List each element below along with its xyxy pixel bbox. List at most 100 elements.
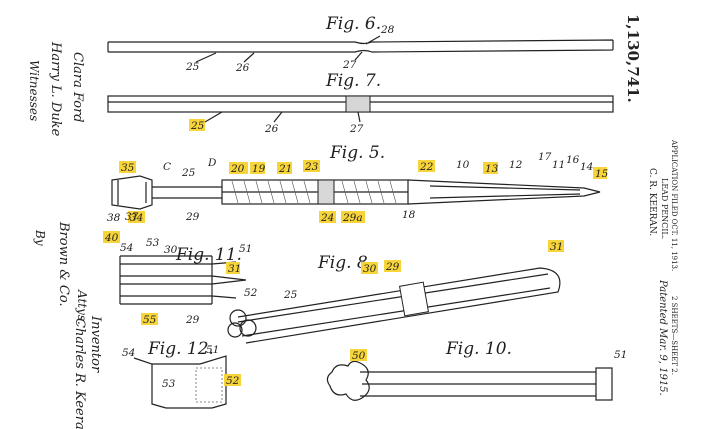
- fig12-label-52: 52: [226, 375, 240, 387]
- fig5-label-19: 19: [252, 163, 266, 175]
- fig5-label-13: 13: [485, 163, 499, 175]
- fig5-highlight-23: [303, 160, 320, 172]
- fig12-label-54: 54: [122, 347, 135, 359]
- fig6-leader-26: [243, 52, 255, 63]
- fig5-label-C: C: [163, 161, 171, 173]
- fig5-label-34: 34: [130, 212, 143, 224]
- witness-signature-2: Clara Ford: [70, 52, 85, 123]
- witnesses-label: Witnesses: [27, 60, 41, 121]
- fig5-highlight-34: [128, 211, 145, 223]
- fig6-label-26: 26: [235, 62, 250, 74]
- fig5-label-14: 14: [580, 161, 593, 173]
- fig11-label-53: 53: [146, 237, 160, 249]
- fig7-title: Fig. 7.: [325, 71, 381, 91]
- witness-signature-1: Harry L. Duke: [48, 41, 63, 137]
- inventor-line: C. R. KEERAN.: [647, 168, 657, 236]
- fig5-label-20: 20: [230, 163, 245, 175]
- fig5-title: Fig. 5.: [329, 143, 385, 163]
- fig5-label-11: 11: [552, 159, 565, 171]
- fig7-joint: [345, 95, 371, 113]
- fig5-label-38: 38: [107, 212, 121, 224]
- fig10-label-50: 50: [352, 350, 366, 362]
- fig5-highlight-20: [229, 162, 248, 174]
- fig6-leader-28: [365, 35, 381, 45]
- fig11-highlight-55: [141, 313, 158, 325]
- fig5-highlight-22: [418, 160, 435, 172]
- fig7-leader-26: [273, 111, 283, 123]
- inventor-block: By Brown & Co. Attys. Inventor Charles R…: [33, 221, 103, 429]
- figure-12: Fig. 12. 54 51 53 52: [122, 339, 241, 409]
- fig6-label-27: 27: [342, 59, 357, 71]
- figure-6: Fig. 6. 28 25 26 27: [107, 14, 614, 74]
- fig7-highlight-25: [189, 119, 205, 131]
- fig6-label-25: 25: [185, 61, 200, 73]
- fig11-label-55: 55: [143, 314, 157, 326]
- fig12-jaw: [195, 367, 223, 403]
- fig10-highlight-50: [350, 349, 367, 361]
- fig7-label-27: 27: [349, 123, 364, 135]
- title-line: LEAD PENCIL.: [660, 178, 669, 239]
- fig10-clip: [326, 360, 596, 401]
- fig6-label-28: 28: [380, 24, 395, 36]
- fig8-highlight-30: [361, 262, 378, 274]
- fig5-label-35: 35: [121, 162, 135, 174]
- fig5-label-10: 10: [456, 159, 470, 171]
- fig12-title: Fig. 12.: [147, 339, 214, 359]
- fig5-highlight-29a: [341, 211, 365, 223]
- fig5-label-15: 15: [595, 168, 609, 180]
- fig8-end-bundle: [227, 309, 257, 338]
- figure-7: Fig. 7. 25 26 27: [107, 71, 614, 135]
- fig8-highlight-31: [548, 240, 564, 252]
- fig5-label-29a: 29a: [342, 212, 363, 224]
- fig8-label-25: 25: [283, 289, 298, 301]
- attys-label: Attys.: [75, 289, 89, 325]
- fig11-label-29: 29: [185, 314, 200, 326]
- fig10-title: Fig. 10.: [445, 339, 512, 359]
- fig12-label-53: 53: [162, 378, 176, 390]
- fig5-label-37: 37: [125, 211, 139, 223]
- fig11-label-51: 51: [239, 243, 252, 255]
- fig5-label-18: 18: [402, 209, 416, 221]
- fig6-rod: [107, 39, 614, 53]
- fig12-clip: [133, 355, 227, 409]
- application-line: APPLICATION FILED OCT. 11, 1913.: [670, 139, 678, 271]
- fig6-leader-25: [195, 52, 217, 63]
- fig12-label-51: 51: [206, 344, 219, 356]
- fig5-label-D: D: [207, 157, 217, 169]
- fig11-title: Fig. 11.: [175, 245, 242, 265]
- fig8-sleeve: [398, 281, 430, 317]
- fig5-highlight-35: [119, 161, 136, 173]
- fig5-label-25: 25: [181, 167, 196, 179]
- fig7-leader-25: [204, 111, 223, 123]
- fig5-label-12: 12: [509, 159, 523, 171]
- fig10-label-51: 51: [614, 349, 627, 361]
- inventor-name: Charles R. Keeran: [72, 318, 87, 429]
- fig8-label-29: 29: [385, 261, 400, 273]
- figure-10: Fig. 10. 50 51: [326, 339, 627, 401]
- figure-5: Fig. 5. 35 C D 25 20 19 21 23 22: [103, 143, 609, 244]
- fig8-label-30: 30: [363, 263, 377, 275]
- figure-11: Fig. 11. 54 53 30 51 31 52 55 29: [119, 237, 258, 326]
- fig8-tube: [237, 267, 561, 344]
- fig5-rod: [152, 186, 222, 199]
- fig5-highlight-13: [483, 162, 498, 174]
- fig8-title: Fig. 8.: [317, 253, 373, 273]
- fig8-label-31: 31: [550, 241, 563, 253]
- fig5-highlight-21: [277, 162, 292, 174]
- fig5-label-23: 23: [304, 161, 319, 173]
- fig5-label-16: 16: [566, 154, 580, 166]
- fig5-label-17: 17: [538, 151, 552, 163]
- patent-header-block: 1,130,741. C. R. KEERAN. LEAD PENCIL. AP…: [624, 14, 678, 396]
- fig5-joint: [317, 179, 335, 205]
- patented-line: Patented Mar. 9, 1915.: [657, 279, 668, 396]
- fig5-highlight-24: [319, 211, 336, 223]
- fig7-label-25: 25: [190, 120, 205, 132]
- fig7-label-26: 26: [264, 123, 279, 135]
- fig11-label-31: 31: [228, 263, 241, 275]
- fig11-highlight-31: [226, 262, 240, 274]
- fig5-highlight-19: [250, 162, 265, 174]
- fig5-label-21: 21: [278, 163, 292, 175]
- fig5-point: [407, 179, 601, 205]
- fig5-label-22: 22: [419, 161, 434, 173]
- witnesses-block: Witnesses Harry L. Duke Clara Ford: [27, 41, 85, 137]
